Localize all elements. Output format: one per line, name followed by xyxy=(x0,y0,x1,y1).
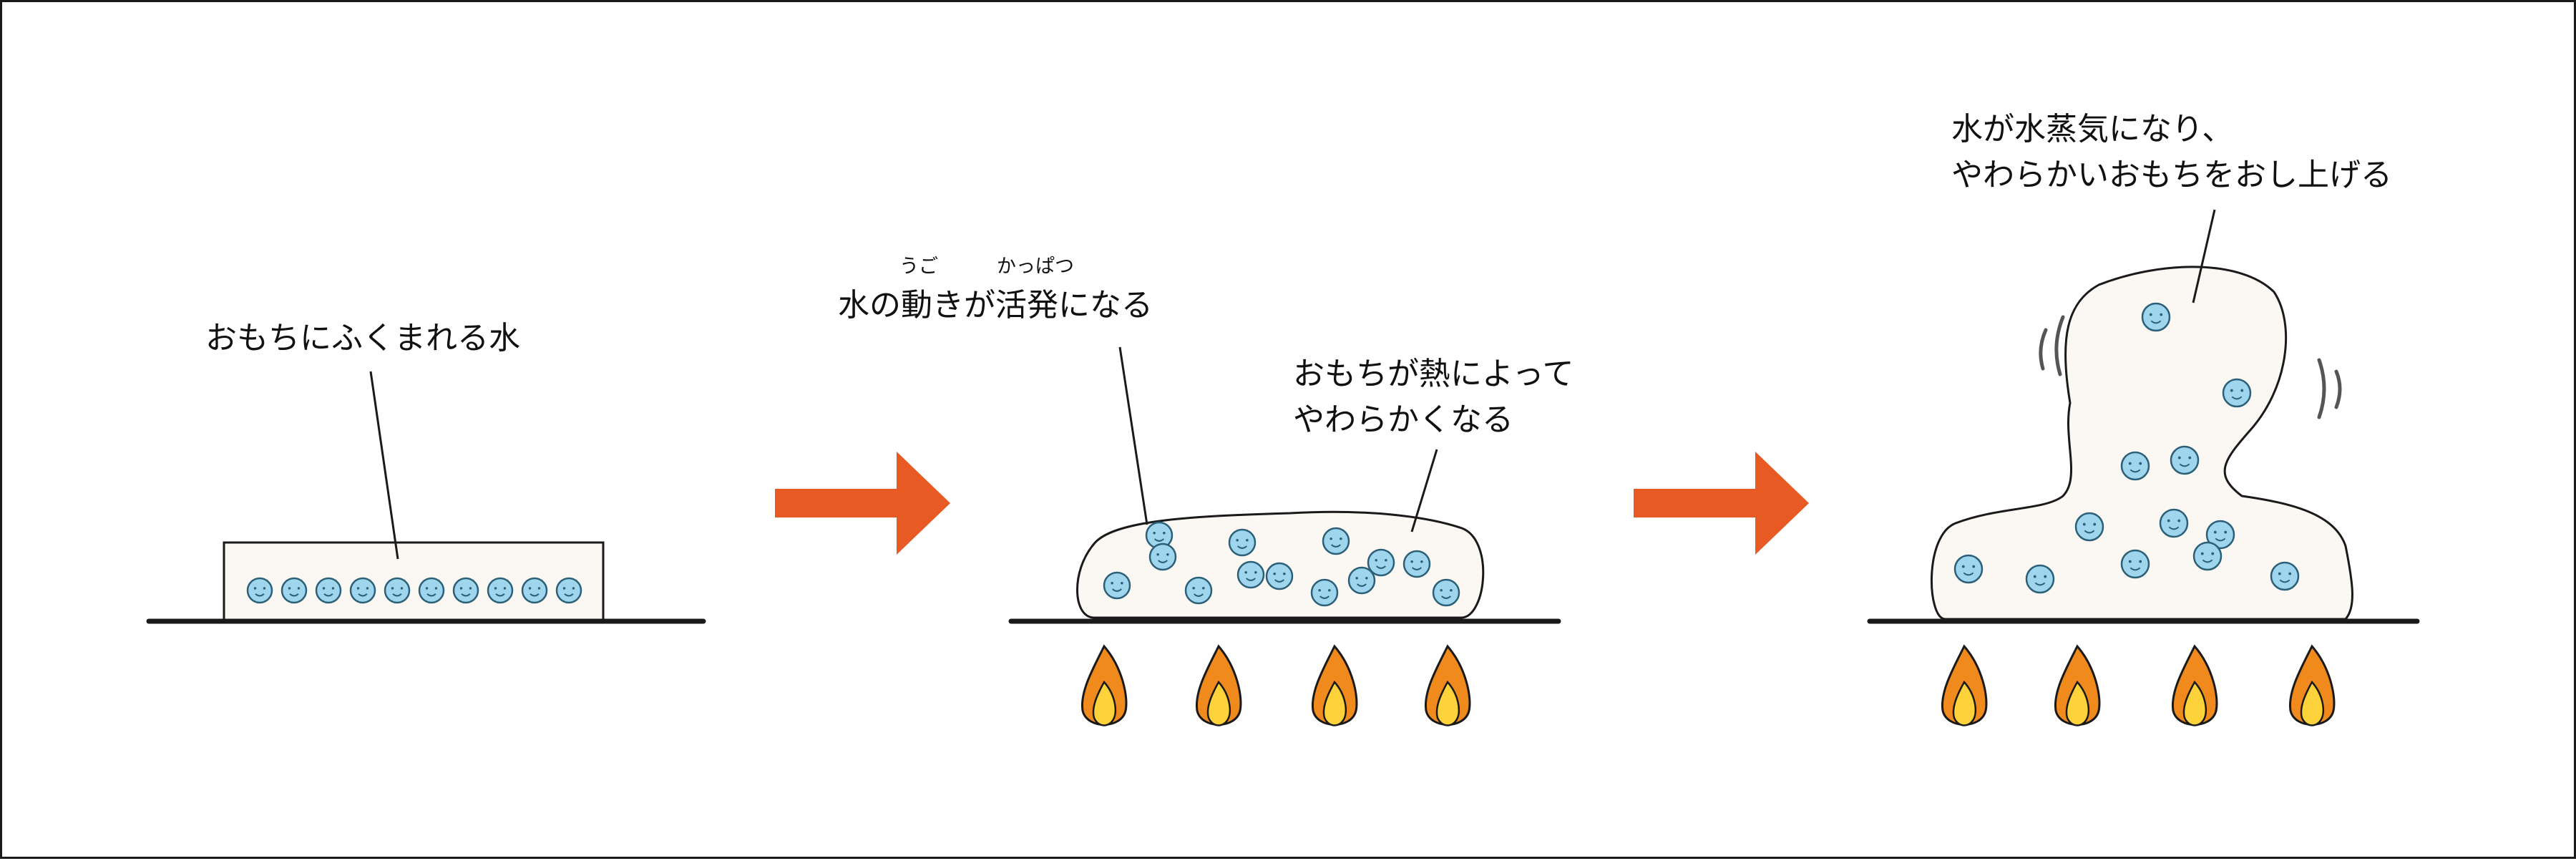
stage-3 xyxy=(1867,209,2420,726)
label-line-2: やわらかくなる xyxy=(1293,402,1513,438)
water-droplet-icon xyxy=(2025,564,2055,594)
water-droplet-icon xyxy=(1432,578,1460,607)
water-droplet-icon xyxy=(452,577,479,604)
leader-line xyxy=(2192,209,2216,303)
flame-group xyxy=(1941,644,2336,726)
water-droplet-icon xyxy=(1184,576,1213,605)
droplet-group xyxy=(246,577,582,604)
leader-line xyxy=(369,371,399,560)
flame-icon xyxy=(2171,644,2218,726)
flame-icon xyxy=(1311,644,1358,726)
droplet-group xyxy=(1953,302,2300,594)
stage-2-water-label: うご かっぱつ 水の動きが活発になる xyxy=(838,254,1153,329)
label-text: 水の動きが活発になる xyxy=(838,287,1153,324)
stage-2-mochi-label: おもちが熱によって やわらかくなる xyxy=(1293,351,1574,443)
flame-icon xyxy=(1424,644,1471,726)
water-droplet-icon xyxy=(1953,554,1984,584)
water-droplet-icon xyxy=(315,577,342,604)
right-arrow-icon xyxy=(1634,452,1809,555)
vibration-marks-icon xyxy=(2039,315,2342,419)
leader-line xyxy=(1410,449,1438,532)
water-droplet-icon xyxy=(349,577,376,604)
water-droplet-icon xyxy=(2192,541,2223,571)
flame-icon xyxy=(1941,644,1988,726)
water-droplet-icon xyxy=(521,577,548,604)
water-droplet-icon xyxy=(2120,451,2150,481)
water-droplet-icon xyxy=(1236,560,1265,589)
water-droplet-icon xyxy=(2170,445,2200,475)
water-droplet-icon xyxy=(1322,527,1350,555)
water-droplet-icon xyxy=(1265,562,1294,590)
mochi-block-flat xyxy=(223,541,605,623)
water-droplet-icon xyxy=(1310,578,1339,607)
stage-2 xyxy=(1008,346,1561,726)
water-droplet-icon xyxy=(418,577,445,604)
right-arrow-icon xyxy=(775,452,950,555)
water-droplet-icon xyxy=(2074,512,2104,542)
mochi-puffed xyxy=(1931,266,2353,621)
water-droplet-icon xyxy=(487,577,514,604)
stage-1-label: おもちにふくまれる水 xyxy=(205,316,520,361)
water-droplet-icon xyxy=(2222,378,2252,408)
flame-icon xyxy=(1080,644,1128,726)
water-droplet-icon xyxy=(2205,520,2235,550)
water-droplet-icon xyxy=(2120,549,2150,579)
water-droplet-icon xyxy=(384,577,411,604)
water-droplet-icon xyxy=(1103,571,1131,600)
water-droplet-icon xyxy=(1148,543,1177,571)
flame-group xyxy=(1080,644,1471,726)
water-droplet-icon xyxy=(2270,561,2300,591)
furigana-kappatsu: かっぱつ xyxy=(997,256,1074,278)
stage-1 xyxy=(146,371,706,624)
water-droplet-icon xyxy=(1347,566,1376,595)
water-droplet-icon xyxy=(1228,528,1257,557)
leader-line xyxy=(1118,346,1148,525)
water-droplet-icon xyxy=(2141,302,2171,332)
water-droplet-icon xyxy=(280,577,308,604)
label-line-1: おもちが熱によって xyxy=(1293,356,1574,392)
water-droplet-icon xyxy=(246,577,273,604)
flame-icon xyxy=(2054,644,2101,726)
droplet-group xyxy=(1103,521,1460,607)
water-droplet-icon xyxy=(2159,508,2189,538)
flame-icon xyxy=(1195,644,1242,726)
furigana-ugo: うご xyxy=(899,256,938,278)
water-droplet-icon xyxy=(555,577,582,604)
stage-3-label: 水が水蒸気になり、 やわらかいおもちをおし上げる xyxy=(1951,107,2392,198)
water-droplet-icon xyxy=(1402,550,1431,578)
furigana-row: うご かっぱつ xyxy=(838,254,1153,283)
label-line-2: やわらかいおもちをおし上げる xyxy=(1951,157,2392,193)
flame-icon xyxy=(2288,644,2336,726)
water-droplet-icon xyxy=(1367,548,1395,577)
label-text: おもちにふくまれる水 xyxy=(205,320,520,356)
label-line-1: 水が水蒸気になり、 xyxy=(1951,111,2234,147)
